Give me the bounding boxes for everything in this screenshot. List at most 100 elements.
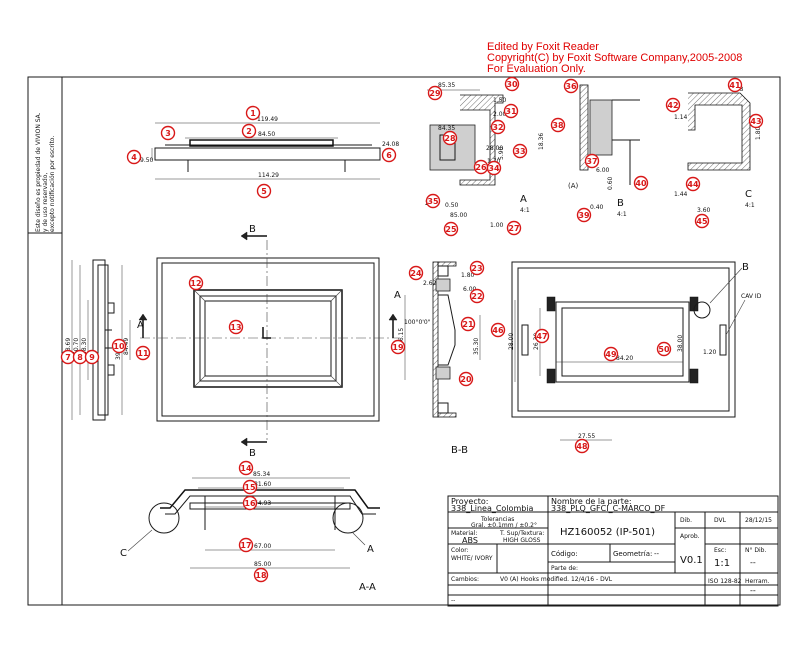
svg-text:4:1: 4:1: [745, 202, 755, 209]
svg-text:CAV ID: CAV ID: [741, 293, 762, 300]
svg-text:88.69: 88.69: [65, 338, 72, 355]
svg-text:32: 32: [492, 123, 503, 132]
svg-text:1:1: 1:1: [714, 558, 730, 569]
svg-text:B: B: [249, 448, 256, 459]
svg-text:27.55: 27.55: [578, 433, 595, 440]
svg-text:30: 30: [506, 80, 518, 89]
svg-text:74.93: 74.93: [254, 500, 271, 507]
callout-bubble-6: 6: [381, 147, 397, 163]
svg-text:31: 31: [505, 107, 517, 116]
callout-bubble-26: 26: [473, 159, 489, 175]
callout-bubble-40: 40: [633, 175, 649, 191]
svg-text:38.00: 38.00: [677, 335, 684, 352]
svg-text:Dib.: Dib.: [680, 517, 692, 524]
callout-bubble-13: 13: [228, 319, 244, 335]
svg-text:7: 7: [65, 353, 71, 362]
svg-text:38: 38: [552, 121, 564, 130]
callout-bubble-20: 20: [458, 371, 474, 387]
svg-text:A-A: A-A: [359, 582, 376, 593]
watermark: Edited by Foxit Reader Copyright(C) by F…: [487, 41, 742, 75]
svg-text:Aprob.: Aprob.: [680, 533, 700, 540]
callout-bubble-14: 14: [238, 460, 254, 476]
callout-bubble-49: 49: [603, 346, 619, 362]
callout-bubble-23: 23: [469, 260, 485, 276]
svg-text:12: 12: [190, 279, 201, 288]
svg-text:1: 1: [250, 109, 256, 118]
svg-text:Código:: Código:: [551, 550, 578, 558]
svg-text:Este diseño es propiedad de VI: Este diseño es propiedad de VIVION SA.: [35, 112, 42, 232]
svg-text:ABS: ABS: [462, 536, 478, 545]
svg-text:16: 16: [244, 499, 256, 508]
svg-text:15: 15: [244, 483, 256, 492]
svg-text:6: 6: [386, 151, 392, 160]
svg-text:21: 21: [462, 320, 474, 329]
svg-text:67.00: 67.00: [254, 543, 271, 550]
svg-text:19: 19: [392, 343, 404, 352]
svg-text:24.08: 24.08: [382, 141, 399, 148]
callout-bubble-9: 9: [84, 349, 100, 365]
svg-text:V0 (A) Hooks modified. 12/4/16: V0 (A) Hooks modified. 12/4/16 - DVL: [500, 576, 613, 583]
svg-text:34: 34: [488, 164, 500, 173]
svg-text:45: 45: [696, 217, 708, 226]
callout-bubble-35: 35: [425, 193, 441, 209]
svg-text:4:1: 4:1: [520, 207, 530, 214]
callout-bubble-47: 47: [534, 328, 550, 344]
svg-text:42: 42: [667, 101, 678, 110]
svg-text:5: 5: [261, 187, 267, 196]
section-detail-c: 0.98 1.14 1.80 1.44 3.60 C 4:1: [674, 86, 762, 214]
svg-text:17: 17: [240, 541, 251, 550]
svg-text:338_PLQ_GFCI_C-MARCO_DF: 338_PLQ_GFCI_C-MARCO_DF: [551, 504, 666, 513]
callout-bubble-50: 50: [656, 341, 672, 357]
callout-bubble-11: 11: [135, 345, 151, 361]
title-block: Proyecto: 338_Linea_Colombia Nombre de l…: [447, 495, 779, 607]
svg-text:1.80: 1.80: [755, 126, 762, 140]
callout-bubble-37: 37: [584, 153, 600, 169]
svg-text:18.36: 18.36: [538, 133, 545, 150]
svg-text:85.34: 85.34: [253, 471, 270, 478]
svg-text:6.00: 6.00: [596, 167, 610, 174]
svg-text:DVL: DVL: [714, 517, 727, 524]
callout-bubble-39: 39: [576, 207, 592, 223]
svg-text:B-B: B-B: [451, 445, 468, 456]
svg-text:25: 25: [445, 225, 457, 234]
svg-text:1.50: 1.50: [493, 97, 507, 104]
svg-text:0.50: 0.50: [445, 202, 459, 209]
svg-text:20: 20: [460, 375, 472, 384]
svg-text:114.29: 114.29: [258, 172, 279, 179]
svg-text:84.50: 84.50: [258, 131, 275, 138]
svg-text:28.00: 28.00: [486, 145, 503, 152]
callout-bubble-27: 27: [506, 220, 522, 236]
svg-text:Proyecto:: Proyecto:: [451, 497, 488, 506]
svg-text:28/12/15: 28/12/15: [745, 517, 772, 524]
callout-bubble-36: 36: [563, 78, 579, 94]
callout-bubble-44: 44: [685, 176, 701, 192]
svg-text:22: 22: [471, 292, 482, 301]
ownership-note: Este diseño es propiedad de VIVION SA. y…: [35, 112, 56, 232]
svg-text:48: 48: [576, 442, 588, 451]
svg-text:2: 2: [246, 127, 252, 136]
callout-bubble-5: 5: [256, 183, 272, 199]
svg-text:1.00: 1.00: [490, 222, 504, 229]
svg-text:119.49: 119.49: [257, 116, 278, 123]
svg-text:100°0'0": 100°0'0": [404, 319, 431, 326]
svg-text:11: 11: [137, 349, 149, 358]
callout-bubble-22: 22: [469, 288, 485, 304]
svg-text:0.40: 0.40: [590, 204, 604, 211]
svg-text:HZ160052 (IP-501): HZ160052 (IP-501): [560, 527, 655, 538]
svg-text:28.30: 28.30: [81, 338, 88, 355]
svg-text:84.49: 84.49: [123, 338, 130, 355]
section-bb: 16.15 100°0'0" 35.30 1.80 6.00 2.62 B-B: [398, 261, 481, 456]
svg-text:ISO 128-82: ISO 128-82: [708, 578, 742, 585]
callout-bubble-31: 31: [503, 103, 519, 119]
svg-text:3.60: 3.60: [697, 207, 711, 214]
svg-text:43: 43: [750, 117, 761, 126]
svg-text:--: --: [654, 550, 660, 558]
svg-text:10: 10: [113, 342, 125, 351]
svg-text:40: 40: [635, 179, 647, 188]
callout-bubble-10: 10: [111, 338, 127, 354]
callout-bubble-8: 8: [72, 349, 88, 365]
svg-text:Tolerancias: Tolerancias: [480, 516, 514, 523]
svg-text:For Evaluation Only.: For Evaluation Only.: [487, 63, 586, 75]
